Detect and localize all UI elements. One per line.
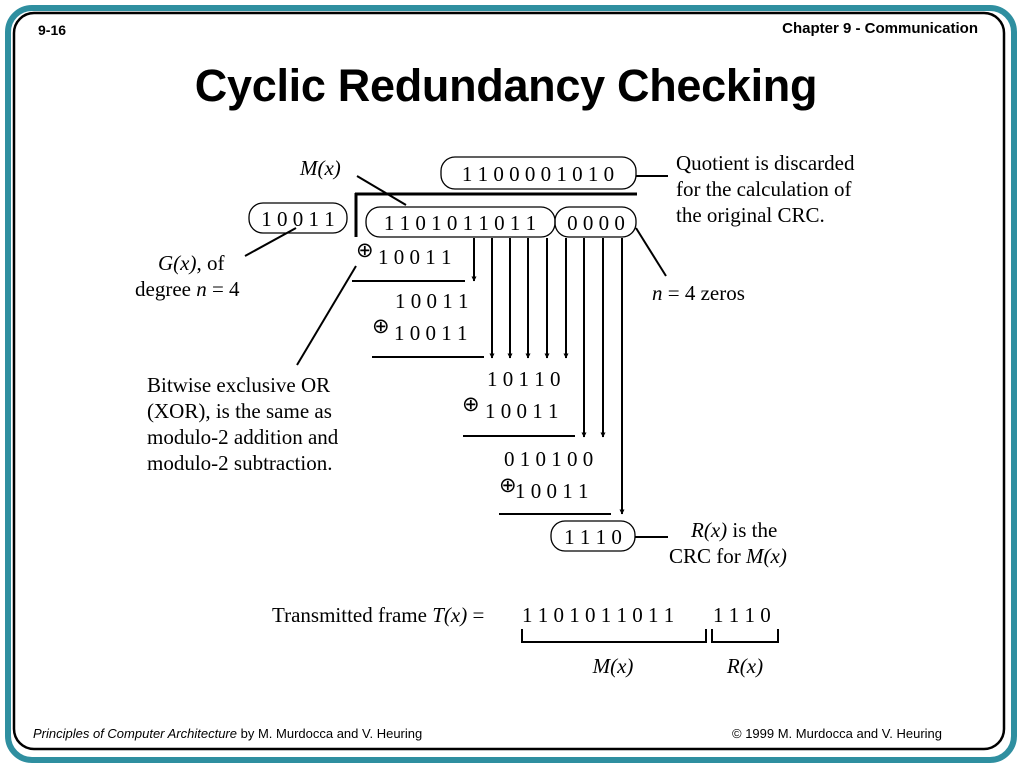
rx-note-line-1: R(x) is the: [690, 518, 777, 542]
xor-symbol: ⊕: [356, 238, 374, 262]
page-title: Cyclic Redundancy Checking: [194, 60, 818, 111]
inner-border: [12, 11, 1006, 751]
dividend-message-bits: 1 1 0 1 0 1 1 0 1 1: [384, 211, 536, 235]
xor-operand-2: 1 0 0 1 1: [394, 321, 468, 345]
gx-note-line-1: G(x), of: [158, 251, 224, 275]
quotient-box: [440, 156, 637, 190]
quotient-bits: 1 1 0 0 0 0 1 0 1 0: [462, 162, 614, 186]
xor-note-line-1: Bitwise exclusive OR: [147, 373, 330, 397]
crc-brace: [711, 629, 779, 643]
partial-result-1: 1 0 0 1 1: [395, 289, 469, 313]
footer-copyright: © 1999 M. Murdocca and V. Heuring: [732, 726, 942, 741]
remainder-bits: 1 1 1 0: [564, 525, 622, 549]
divisor-box: [248, 202, 348, 234]
zeros-box: [554, 206, 637, 238]
zeros-pointer-line: [635, 227, 667, 277]
dividend-zero-bits: 0 0 0 0: [567, 211, 625, 235]
xor-note-line-4: modulo-2 subtraction.: [147, 451, 332, 475]
book-title: Principles of Computer Architecture: [33, 726, 237, 741]
rx-note-line-2: CRC for M(x): [669, 544, 787, 568]
chapter-label: Chapter 9 - Communication: [782, 20, 978, 37]
brace-label-mx: M(x): [592, 654, 634, 678]
slide-number: 9-16: [38, 22, 67, 38]
footer-citation: Principles of Computer Architecture by M…: [33, 726, 422, 741]
zeros-note: n = 4 zeros: [652, 281, 745, 305]
transmitted-crc-bits: 1 1 1 0: [713, 603, 771, 627]
gx-pointer-line: [244, 227, 297, 257]
xor-symbol: ⊕: [462, 392, 480, 416]
divisor-bits: 1 0 0 1 1: [261, 207, 335, 231]
partial-result-3: 0 1 0 1 0 0: [504, 447, 593, 471]
xor-pointer-line: [296, 265, 357, 366]
mx-pointer-line: [356, 175, 407, 206]
xor-symbol: ⊕: [372, 314, 390, 338]
message-brace: [521, 629, 707, 643]
xor-operand-1: 1 0 0 1 1: [378, 245, 452, 269]
partial-result-2: 1 0 1 1 0: [487, 367, 561, 391]
outer-border: [5, 5, 1017, 763]
quotient-note-line-2: for the calculation of: [676, 177, 852, 201]
quotient-note-line-1: Quotient is discarded: [676, 151, 855, 175]
transmitted-message-bits: 1 1 0 1 0 1 1 0 1 1: [522, 603, 674, 627]
xor-note-line-2: (XOR), is the same as: [147, 399, 332, 423]
transmitted-frame-label: Transmitted frame T(x) =: [272, 603, 484, 627]
xor-symbol: ⊕: [499, 473, 517, 497]
gx-note-line-2: degree n = 4: [135, 277, 240, 301]
book-byline: by M. Murdocca and V. Heuring: [237, 726, 423, 741]
xor-note-line-3: modulo-2 addition and: [147, 425, 339, 449]
xor-operand-4: 1 0 0 1 1: [515, 479, 589, 503]
quotient-note-line-3: the original CRC.: [676, 203, 825, 227]
mx-label: M(x): [299, 156, 341, 180]
brace-label-rx: R(x): [726, 654, 763, 678]
xor-operand-3: 1 0 0 1 1: [485, 399, 559, 423]
